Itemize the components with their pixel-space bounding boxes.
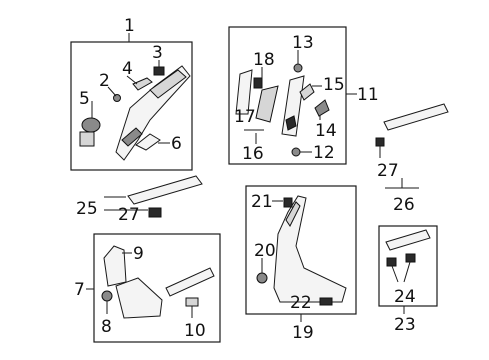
callout-3: 3	[152, 43, 163, 63]
part-9-kick-panel	[103, 245, 127, 287]
pillar-trim-upper	[149, 69, 187, 99]
callout-27-left: 27	[118, 205, 140, 225]
part-2-screw	[113, 94, 121, 102]
part-25-strip	[127, 175, 203, 205]
group-26: 27 26	[375, 103, 449, 215]
callout-27-right: 27	[377, 161, 399, 181]
part-5-handle	[81, 117, 101, 133]
callout-10: 10	[184, 321, 206, 341]
group-23-box: 23 24	[378, 225, 438, 335]
part-19-pillar-lower	[273, 195, 347, 303]
callout-2: 2	[99, 71, 110, 91]
callout-16: 16	[242, 144, 264, 164]
part-14-clip	[314, 99, 330, 117]
part-7-lower-panel	[115, 277, 163, 319]
part-8-screw	[101, 290, 113, 302]
part-17-garnish	[235, 69, 253, 115]
part-20-screw	[256, 272, 268, 284]
callout-14: 14	[315, 121, 337, 141]
callout-1: 1	[124, 16, 135, 36]
part-26-strip	[383, 103, 449, 131]
part-6-cover	[135, 133, 161, 151]
part-17-panel	[255, 85, 279, 123]
part-27-clip-right	[375, 137, 385, 147]
callout-20: 20	[254, 241, 276, 261]
callout-24: 24	[394, 287, 416, 307]
callout-26: 26	[393, 195, 415, 215]
part-18-clip	[253, 77, 263, 89]
part-19-top-lip	[285, 201, 301, 227]
part-23-panel	[385, 229, 431, 251]
group-7-box: 7 9 8 10	[74, 233, 221, 343]
part-24-clip-b	[405, 253, 416, 263]
group-25: 25 27	[76, 175, 203, 225]
callout-21: 21	[251, 192, 273, 212]
callout-18: 18	[253, 50, 275, 70]
callout-4: 4	[122, 59, 133, 79]
part-3-clip	[153, 66, 165, 76]
callout-13: 13	[292, 33, 314, 53]
part-10-sill	[165, 267, 215, 297]
part-10-clip	[185, 297, 199, 307]
part-12-screw	[291, 147, 301, 157]
callout-9: 9	[133, 244, 144, 264]
pillar-trim-clip	[121, 127, 143, 147]
callout-8: 8	[101, 317, 112, 337]
callout-11: 11	[357, 85, 379, 105]
part-24-clip-a	[386, 257, 397, 267]
part-5-base	[79, 131, 95, 147]
part-27-clip-left	[148, 207, 162, 218]
callout-19: 19	[292, 323, 314, 343]
callout-5: 5	[79, 89, 90, 109]
part-15-clip	[285, 115, 297, 131]
callout-12: 12	[313, 143, 335, 163]
group-19-box: 19 21 20 22	[245, 185, 357, 343]
callout-7: 7	[74, 280, 85, 300]
group-1-box: 1 3 4 2 5 6	[70, 16, 193, 171]
part-21-clip	[283, 197, 293, 208]
callout-25: 25	[76, 199, 98, 219]
callout-17: 17	[234, 107, 256, 127]
callout-6: 6	[171, 134, 182, 154]
part-15-grommet	[299, 83, 315, 101]
callout-23: 23	[394, 315, 416, 335]
part-13-screw	[293, 63, 303, 73]
callout-15: 15	[323, 75, 345, 95]
part-22-clip	[319, 297, 333, 306]
part-4-grommet	[132, 77, 153, 91]
group-11-box: 11 18 17 15 13 14 12 16	[228, 26, 379, 165]
callout-22: 22	[290, 293, 312, 313]
